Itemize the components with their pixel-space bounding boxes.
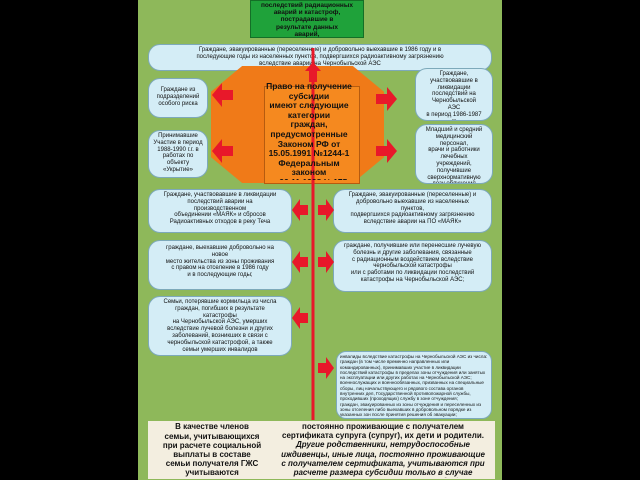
bottom-right-normal: постоянно проживающие с получателем серт… — [282, 422, 484, 441]
arrow-left-5 — [292, 307, 308, 329]
arrow-left-3 — [292, 199, 308, 221]
box-long-list: инвалиды вследствие катастрофы на Черноб… — [336, 351, 492, 419]
arrow-right-1 — [376, 87, 397, 111]
arrow-left-4 — [292, 251, 308, 273]
box-ukrytie-workers: Принимавшие Участие в период 1988-1990 г… — [148, 130, 208, 178]
bottom-left-text: В качестве членов семьи, учитывающихся п… — [162, 422, 262, 478]
arrow-right-3 — [318, 199, 334, 221]
arrow-right-2 — [376, 139, 397, 163]
box-radiation-sickness: граждане, получившие или перенесшие луче… — [333, 240, 492, 292]
bottom-right-text: постоянно проживающие с получателем серт… — [272, 422, 494, 478]
box-mayak-liquidation: Граждане, участвовавшие в ликвидации пос… — [148, 189, 292, 233]
bottom-panel — [148, 421, 495, 479]
arrow-left-1 — [212, 83, 233, 107]
center-title: Право на получение субсидии имеют следую… — [266, 82, 352, 180]
bottom-right-italic: Другие родственники, нетрудоспособные иж… — [281, 440, 485, 478]
arrow-right-4 — [318, 251, 334, 273]
box-participants-1986-1987: Граждане, участвовавшие в ликвидации пос… — [415, 68, 493, 121]
box-lost-breadwinner: Семьи, потерявшие кормильца из числа гра… — [148, 296, 292, 356]
box-mayak-evacuated: Граждане, эвакуированные (переселенные) … — [333, 189, 492, 233]
arrow-up — [305, 62, 321, 82]
box-medical-staff: Младший и средний медицинский персонал, … — [415, 124, 493, 184]
box-risk-units: Граждане из подразделений особого риска — [148, 78, 208, 118]
arrow-left-2 — [212, 139, 233, 163]
box-voluntary-zone: граждане, выехавшие добровольно на новое… — [148, 240, 292, 290]
arrow-right-5 — [318, 357, 334, 379]
top-header-box: последствий радиационных аварий и катаст… — [250, 0, 364, 38]
